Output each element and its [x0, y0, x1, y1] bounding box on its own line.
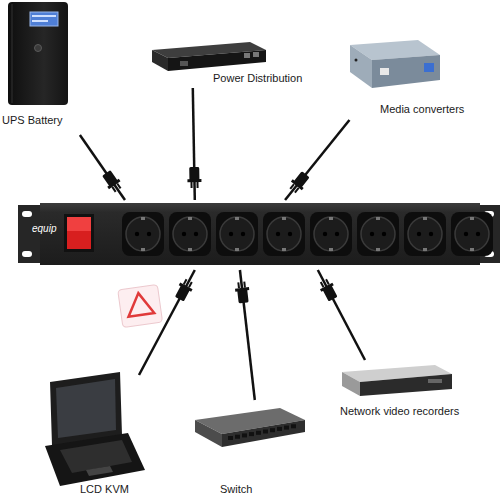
- switch-device: Switch: [190, 400, 310, 497]
- power-cable: [318, 270, 365, 360]
- socket: [122, 212, 164, 256]
- socket: [451, 212, 493, 256]
- device-label: UPS Battery: [2, 114, 63, 127]
- switch-port: [277, 427, 282, 431]
- socket: [404, 212, 446, 256]
- power-cable: [193, 88, 195, 200]
- plug: [100, 169, 123, 194]
- switch-port: [270, 428, 275, 432]
- media-converter-device: Media converters: [340, 35, 475, 120]
- socket: [169, 212, 211, 256]
- switch-port: [235, 435, 240, 439]
- plug: [173, 277, 195, 302]
- switch-port: [256, 431, 261, 435]
- switch-port: [263, 430, 268, 434]
- ups-illustration: [8, 2, 68, 105]
- lcd-kvm-device: LCD KVM: [40, 375, 150, 497]
- device-label: Power Distribution: [213, 72, 302, 85]
- plug: [234, 281, 250, 303]
- pdu-illustration: [18, 203, 500, 265]
- ups-device: UPS Battery: [0, 0, 85, 135]
- power-cable: [139, 270, 195, 375]
- socket: [357, 212, 399, 256]
- switch-port: [249, 432, 254, 436]
- plug: [187, 167, 201, 188]
- nvr-device: Network video recorders: [335, 360, 485, 420]
- socket: [310, 212, 352, 256]
- brand-logo: equip: [32, 222, 56, 235]
- switch-illustration: [195, 408, 305, 447]
- plug: [317, 277, 339, 302]
- device-label: Media converters: [380, 103, 464, 116]
- device-label: LCD KVM: [80, 483, 129, 496]
- plug: [287, 170, 311, 195]
- device-label: Switch: [220, 483, 252, 496]
- power-cable: [285, 120, 349, 200]
- nvr-illustration: [342, 365, 452, 396]
- power-distribution-illustration: [152, 42, 266, 71]
- power-cable: [80, 135, 125, 200]
- kvm-illustration: [45, 372, 145, 486]
- switch-port: [242, 433, 247, 437]
- socket: [216, 212, 258, 256]
- warning-sticker: [118, 284, 163, 327]
- power-cable: [240, 270, 255, 400]
- switch-port: [291, 424, 296, 428]
- pdu-strip: equip: [20, 200, 495, 270]
- socket: [263, 212, 305, 256]
- switch-port: [284, 426, 289, 430]
- device-label: Network video recorders: [340, 405, 459, 418]
- power-distribution-device: Power Distribution: [148, 38, 308, 88]
- switch-port: [228, 436, 233, 440]
- media-converter-illustration: [350, 40, 440, 88]
